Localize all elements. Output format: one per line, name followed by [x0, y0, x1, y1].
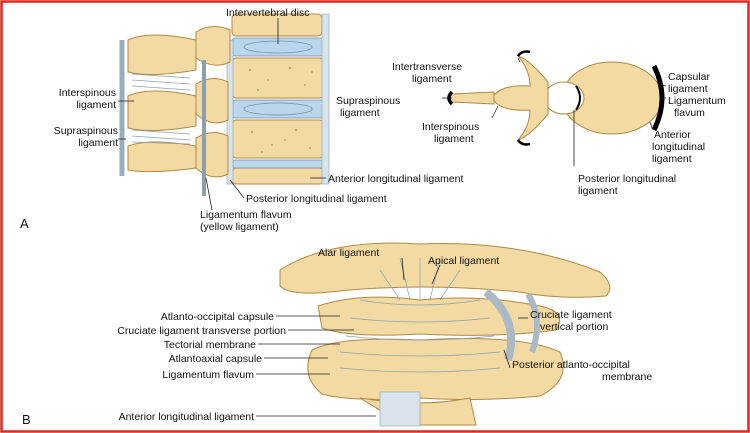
label-posterior-ao-membrane-line2: membrane [602, 371, 652, 383]
label-ligamentum-flavum-line2: (yellow ligament) [200, 221, 279, 233]
label-atlantoaxial-capsule: Atlantoaxial capsule [169, 353, 263, 365]
label-intervertebral-disc: Intervertebral disc [226, 7, 309, 19]
label-top-supraspinous-line2: ligament [340, 107, 380, 119]
label-anterior-longitudinal: Anterior longitudinal ligament [328, 173, 463, 185]
panel-letter-a: A [20, 216, 29, 231]
label-top-anterior-line2: longitudinal [652, 141, 705, 153]
label-capsular-line1: Capsular [668, 71, 711, 83]
label-top-flavum-line1: Ligamentum [668, 95, 726, 107]
label-tectorial: Tectorial membrane [164, 339, 256, 351]
label-posterior-longitudinal: Posterior longitudinal ligament [246, 193, 387, 205]
panel-a-sagittal-illustration [122, 14, 329, 196]
label-cruciate-transverse: Cruciate ligament transverse portion [117, 325, 286, 337]
label-top-supraspinous-line1: Supraspinous [336, 95, 400, 107]
panel-b-illustration [280, 243, 610, 426]
label-supraspinous-line1: Supraspinous [54, 125, 118, 137]
label-intertransverse-line2: ligament [412, 73, 452, 85]
label-supraspinous-line2: ligament [78, 137, 118, 149]
label-top-posterior-line1: Posterior longitudinal [578, 173, 676, 185]
label-posterior-ao-membrane-line1: Posterior atlanto-occipital [512, 359, 630, 371]
label-alar: Alar ligament [318, 247, 379, 259]
label-ligamentum-flavum-line1: Ligamentum flavum [200, 209, 292, 221]
label-top-flavum-line2: flavum [674, 107, 705, 119]
label-interspinous-line2: ligament [76, 99, 116, 111]
label-anterior-longitudinal-b: Anterior longitudinal ligament [119, 411, 254, 423]
panel-letter-b: B [22, 412, 31, 427]
label-capsular-line2: ligament [668, 83, 708, 95]
label-atlanto-occipital-capsule: Atlanto-occipital capsule [161, 311, 274, 323]
panel-a-axial-illustration [449, 52, 662, 145]
label-top-posterior-line2: ligament [578, 185, 618, 197]
label-top-interspinous-line2: ligament [434, 133, 474, 145]
label-ligamentum-flavum-b: Ligamentum flavum [162, 369, 254, 381]
label-cruciate-vertical-line2: vertical portion [540, 321, 608, 333]
label-top-anterior-line3: ligament [652, 153, 692, 165]
label-apical: Apical ligament [428, 255, 499, 267]
label-cruciate-vertical-line1: Cruciate ligament [530, 309, 612, 321]
label-intertransverse-line1: Intertransverse [392, 61, 462, 73]
label-top-anterior-line1: Anterior [654, 129, 691, 141]
label-interspinous-line1: Interspinous [59, 87, 116, 99]
label-top-interspinous-line1: Interspinous [422, 121, 479, 133]
